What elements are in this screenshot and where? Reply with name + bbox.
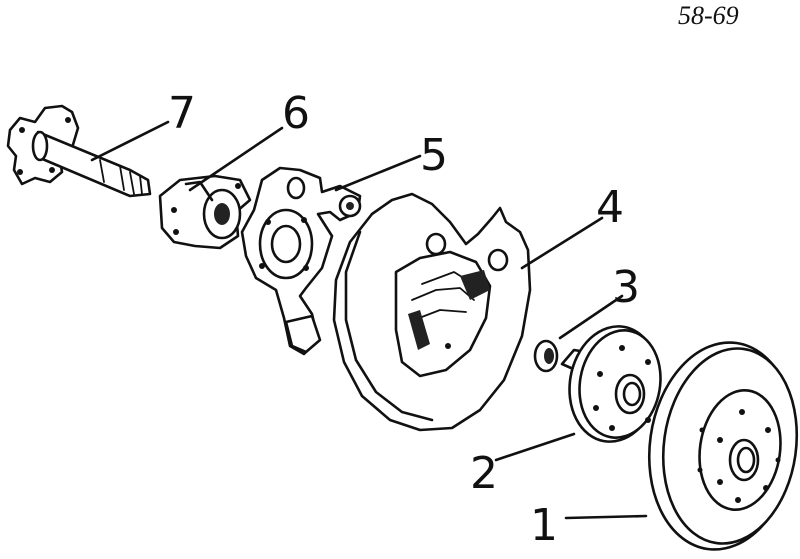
leader-6 [188,126,284,192]
callout-5: 5 [420,130,448,181]
leader-3 [558,294,624,340]
diagram-code: 58-69 [678,1,739,30]
leader-4 [520,216,604,270]
leader-2 [494,432,576,462]
part-5-steering-knuckle [240,166,362,356]
callout-3: 3 [612,262,640,313]
part-2-wheel-hub [560,325,662,443]
part-3-seal [533,339,559,373]
part-4-backing-plate [332,192,532,432]
callout-6: 6 [282,88,310,139]
callout-4: 4 [596,182,624,233]
part-6-bearing-bracket [158,174,252,250]
callout-7: 7 [168,88,196,139]
leader-7 [90,120,170,162]
callout-1: 1 [530,500,558,551]
part-1-brake-disc [647,341,799,551]
leader-1 [564,514,648,520]
part-7-stub-axle [6,104,152,198]
callout-2: 2 [470,448,498,499]
leader-5 [334,154,422,192]
